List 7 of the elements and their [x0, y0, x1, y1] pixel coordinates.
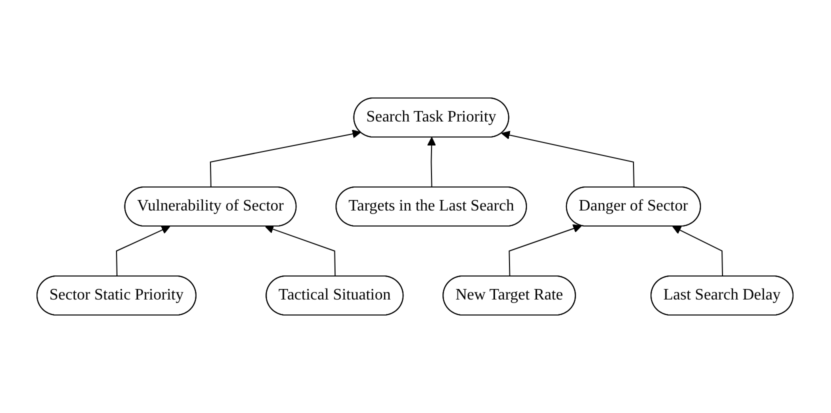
arrow [265, 224, 336, 277]
arrow [116, 226, 171, 277]
arrow [428, 137, 436, 188]
arrow [210, 130, 362, 188]
arrow [509, 224, 582, 277]
arrow [502, 130, 635, 188]
arrow [672, 226, 724, 277]
